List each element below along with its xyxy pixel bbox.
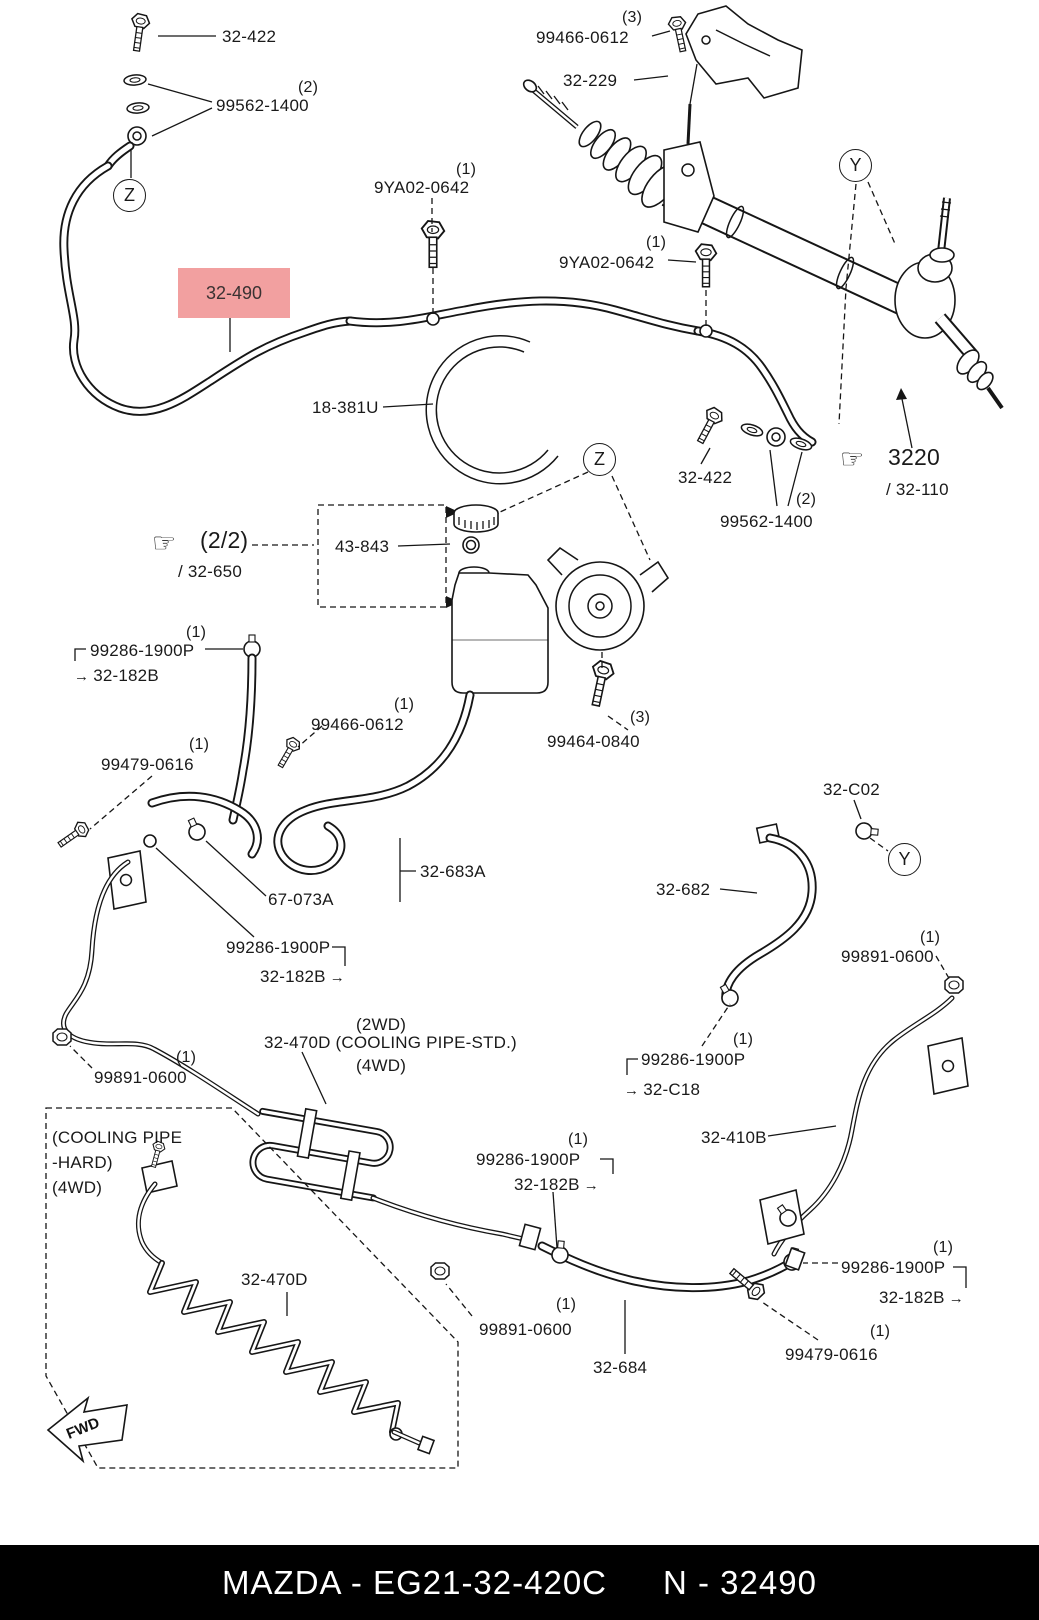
zone-marker-z: Z [583, 443, 616, 476]
qty-label: (3) [622, 9, 643, 26]
qty-label: (1) [186, 624, 207, 641]
part-number: 32-C02 [823, 780, 880, 799]
fwd-arrow [46, 1395, 128, 1464]
return-hose-drawing [64, 12, 812, 442]
ref-arrow-icon: → [948, 1290, 964, 1307]
part-number: 32-229 [563, 71, 618, 90]
steering-rack-drawing [522, 63, 1004, 410]
part-number: 99562-1400 [720, 512, 813, 531]
cooling-pipe-std-drawing [52, 862, 542, 1280]
dashed-leader-lines [69, 150, 951, 1341]
qty-label: (2) [298, 79, 319, 96]
ref-arrow-icon: → [583, 1177, 599, 1194]
see-ref-label: →32-182B [74, 666, 159, 685]
qty-label: (1) [394, 696, 415, 713]
part-number: 32-470D [241, 1270, 308, 1289]
region-label: (4WD) [52, 1178, 103, 1197]
part-number: 99464-0840 [547, 732, 640, 751]
part-number: 99286-1900P [90, 641, 195, 660]
qty-label: (1) [189, 736, 210, 753]
region-label: (COOLING PIPE [52, 1128, 183, 1147]
variant-label: (4WD) [356, 1056, 407, 1075]
part-number: 99286-1900P [841, 1258, 946, 1277]
part-number: 99466-0612 [536, 28, 629, 47]
catalog-code: MAZDA - EG21-32-420C [222, 1563, 608, 1601]
footer-banner: MAZDA - EG21-32-420C N - 32490 [0, 1545, 1039, 1620]
section-ref-sub: / 32-110 [886, 480, 949, 499]
part-number: 99891-0600 [479, 1320, 572, 1339]
section-ref: 3220 [888, 444, 940, 470]
part-number: 32-682 [656, 880, 711, 899]
qty-label: (1) [176, 1049, 197, 1066]
highlighted-part-number: 32-490 [205, 282, 263, 303]
part-number: 32-683A [420, 862, 486, 881]
part-number: 18-381U [312, 398, 379, 417]
section-ref: (2/2) [200, 527, 249, 553]
hose-682-pipe-410-drawing [715, 821, 969, 1254]
part-number: 43-843 [335, 537, 390, 556]
see-ref-label: 32-182B→ [260, 967, 345, 986]
qty-label: (2) [796, 491, 817, 508]
highlighted-part-callout[interactable]: 32-490 [178, 268, 290, 318]
see-ref-label: 32-182B→ [879, 1288, 964, 1307]
section-ref-sub: / 32-650 [178, 562, 242, 581]
qty-label: (1) [556, 1296, 577, 1313]
part-number: 32-422 [678, 468, 733, 487]
see-ref-label: →32-C18 [624, 1080, 701, 1099]
zone-marker-z: Z [113, 179, 146, 212]
part-number: 32-422 [222, 27, 277, 46]
ref-arrow-icon: → [74, 668, 90, 685]
part-number: 9YA02-0642 [559, 253, 655, 272]
part-number: 9YA02-0642 [374, 178, 470, 197]
ref-arrow-icon: → [329, 969, 345, 986]
part-number: 99891-0600 [841, 947, 934, 966]
region-label: -HARD) [52, 1153, 113, 1172]
cooling-pipe-hard-drawing [45, 1107, 459, 1469]
part-number: 99479-0616 [101, 755, 194, 774]
hose-guard-drawing [425, 335, 559, 485]
qty-label: (1) [920, 929, 941, 946]
qty-label: (1) [933, 1239, 954, 1256]
ref-arrow-icon: → [624, 1082, 640, 1099]
part-number: 67-073A [268, 890, 334, 909]
part-number: 99286-1900P [226, 938, 331, 957]
zone-marker-y: Y [888, 843, 921, 876]
hand-pointer-icon: ☞ [840, 444, 865, 474]
part-number: 32-684 [593, 1358, 648, 1377]
qty-label: (1) [646, 234, 667, 251]
hose-684-drawing [542, 1239, 806, 1305]
zone-marker-y: Y [839, 149, 872, 182]
selected-part-ref: N - 32490 [663, 1563, 817, 1601]
part-number: 99466-0612 [311, 715, 404, 734]
see-ref-label: 32-182B→ [514, 1175, 599, 1194]
part-number: 99286-1900P [641, 1050, 746, 1069]
leader-lines [74, 30, 967, 1354]
part-number: 99891-0600 [94, 1068, 187, 1087]
qty-label: (1) [568, 1131, 589, 1148]
qty-label: (3) [630, 709, 651, 726]
qty-label: (1) [870, 1323, 891, 1340]
variant-label: (2WD) [356, 1015, 407, 1034]
part-number: 99286-1900P [476, 1150, 581, 1169]
qty-label: (1) [733, 1031, 754, 1048]
qty-label: (1) [456, 161, 477, 178]
part-number: 99479-0616 [785, 1345, 878, 1364]
suction-hose-drawing [54, 634, 470, 910]
heat-shield-drawing [666, 5, 803, 99]
pump-reservoir-drawing [317, 504, 670, 709]
part-number: 32-410B [701, 1128, 767, 1147]
part-number: 32-470D (COOLING PIPE-STD.) [264, 1033, 517, 1052]
part-number: 99562-1400 [216, 96, 309, 115]
diagram-artwork [45, 5, 1004, 1469]
hand-pointer-icon: ☞ [152, 528, 177, 558]
